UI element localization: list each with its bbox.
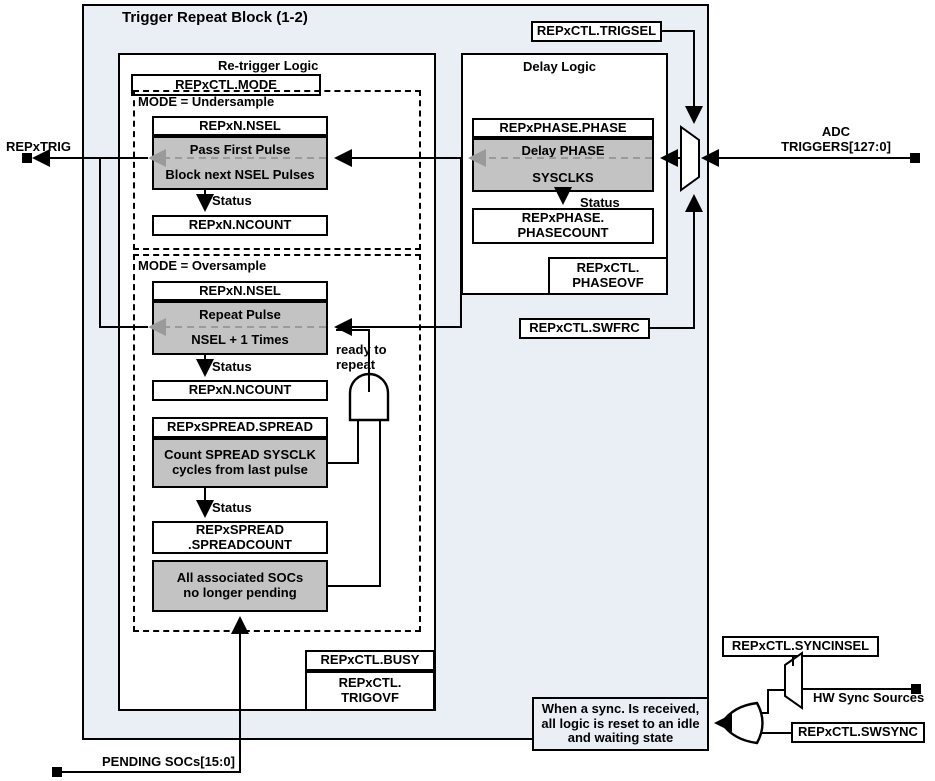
- pending-socs-label: PENDING SOCs[15:0]: [102, 754, 235, 769]
- delay-logic-title: Delay Logic: [523, 59, 596, 74]
- oversample-nsel-register: REPxN.NSEL: [152, 281, 328, 301]
- oversample-action-block: Repeat Pulse NSEL + 1 Times: [152, 301, 328, 355]
- oversample-region-label: MODE = Oversample: [138, 258, 267, 273]
- repxctl-swfrc-register: REPxCTL.SWFRC: [519, 318, 650, 339]
- repxspread-spreadcount-register: REPxSPREAD .SPREADCOUNT: [152, 521, 328, 554]
- undersample-action-line1: Pass First Pulse: [189, 142, 291, 157]
- repxctl-swsync-register: REPxCTL.SWSYNC: [791, 722, 925, 743]
- repxctl-syncinsel-register: REPxCTL.SYNCINSEL: [722, 636, 879, 657]
- repxctl-phaseovf-register: REPxCTL. PHASEOVF: [548, 257, 668, 295]
- repxphase-phase-register: REPxPHASE.PHASE: [472, 118, 654, 138]
- re-trigger-logic-title: Re-trigger Logic: [218, 58, 319, 73]
- oversample-region: [133, 254, 421, 632]
- delay-action-line1: Delay PHASE: [521, 143, 605, 158]
- repxspread-spread-register: REPxSPREAD.SPREAD: [152, 417, 328, 438]
- oversample-action-line1: Repeat Pulse: [199, 307, 281, 322]
- spread-count-block: Count SPREAD SYSCLK cycles from last pul…: [152, 438, 328, 488]
- spread-status-label: Status: [212, 500, 252, 515]
- sync-source-mux: [784, 651, 803, 710]
- adc-triggers-label: ADC TRIGGERS[127:0]: [781, 124, 891, 154]
- oversample-action-line2: NSEL + 1 Times: [191, 332, 289, 348]
- pending-socs-terminal: [52, 767, 62, 777]
- undersample-ncount-register: REPxN.NCOUNT: [152, 215, 328, 236]
- oversample-ncount-register: REPxN.NCOUNT: [152, 380, 328, 401]
- delay-status-label: Status: [580, 195, 620, 210]
- sync-reset-note: When a sync. Is received, all logic is r…: [532, 697, 709, 751]
- hw-sync-sources-label: HW Sync Sources: [813, 690, 925, 705]
- page-title: Trigger Repeat Block (1-2): [122, 9, 308, 26]
- undersample-action-block: Pass First Pulse Block next NSEL Pulses: [152, 136, 328, 190]
- repxtrig-label: REPxTRIG: [6, 139, 72, 154]
- undersample-region-label: MODE = Undersample: [138, 94, 275, 109]
- repxctl-trigsel-register: REPxCTL.TRIGSEL: [531, 21, 662, 42]
- ready-to-repeat-label: ready to repeat: [336, 342, 387, 372]
- mux-to-or-wire: [758, 689, 785, 714]
- undersample-nsel-register: REPxN.NSEL: [152, 116, 328, 136]
- undersample-action-line2: Block next NSEL Pulses: [165, 167, 315, 183]
- undersample-status-label: Status: [212, 193, 252, 208]
- repxphase-phasecount-register: REPxPHASE. PHASECOUNT: [472, 208, 654, 244]
- oversample-status-label: Status: [212, 359, 252, 374]
- delay-phase-block: Delay PHASE SYSCLKS: [472, 138, 654, 192]
- repxctl-trigovf-register: REPxCTL. TRIGOVF: [305, 671, 435, 711]
- delay-action-line2: SYSCLKS: [532, 170, 594, 186]
- repxctl-busy-register: REPxCTL.BUSY: [305, 650, 435, 671]
- or-gate: [720, 701, 764, 745]
- socs-pending-block: All associated SOCs no longer pending: [152, 560, 328, 612]
